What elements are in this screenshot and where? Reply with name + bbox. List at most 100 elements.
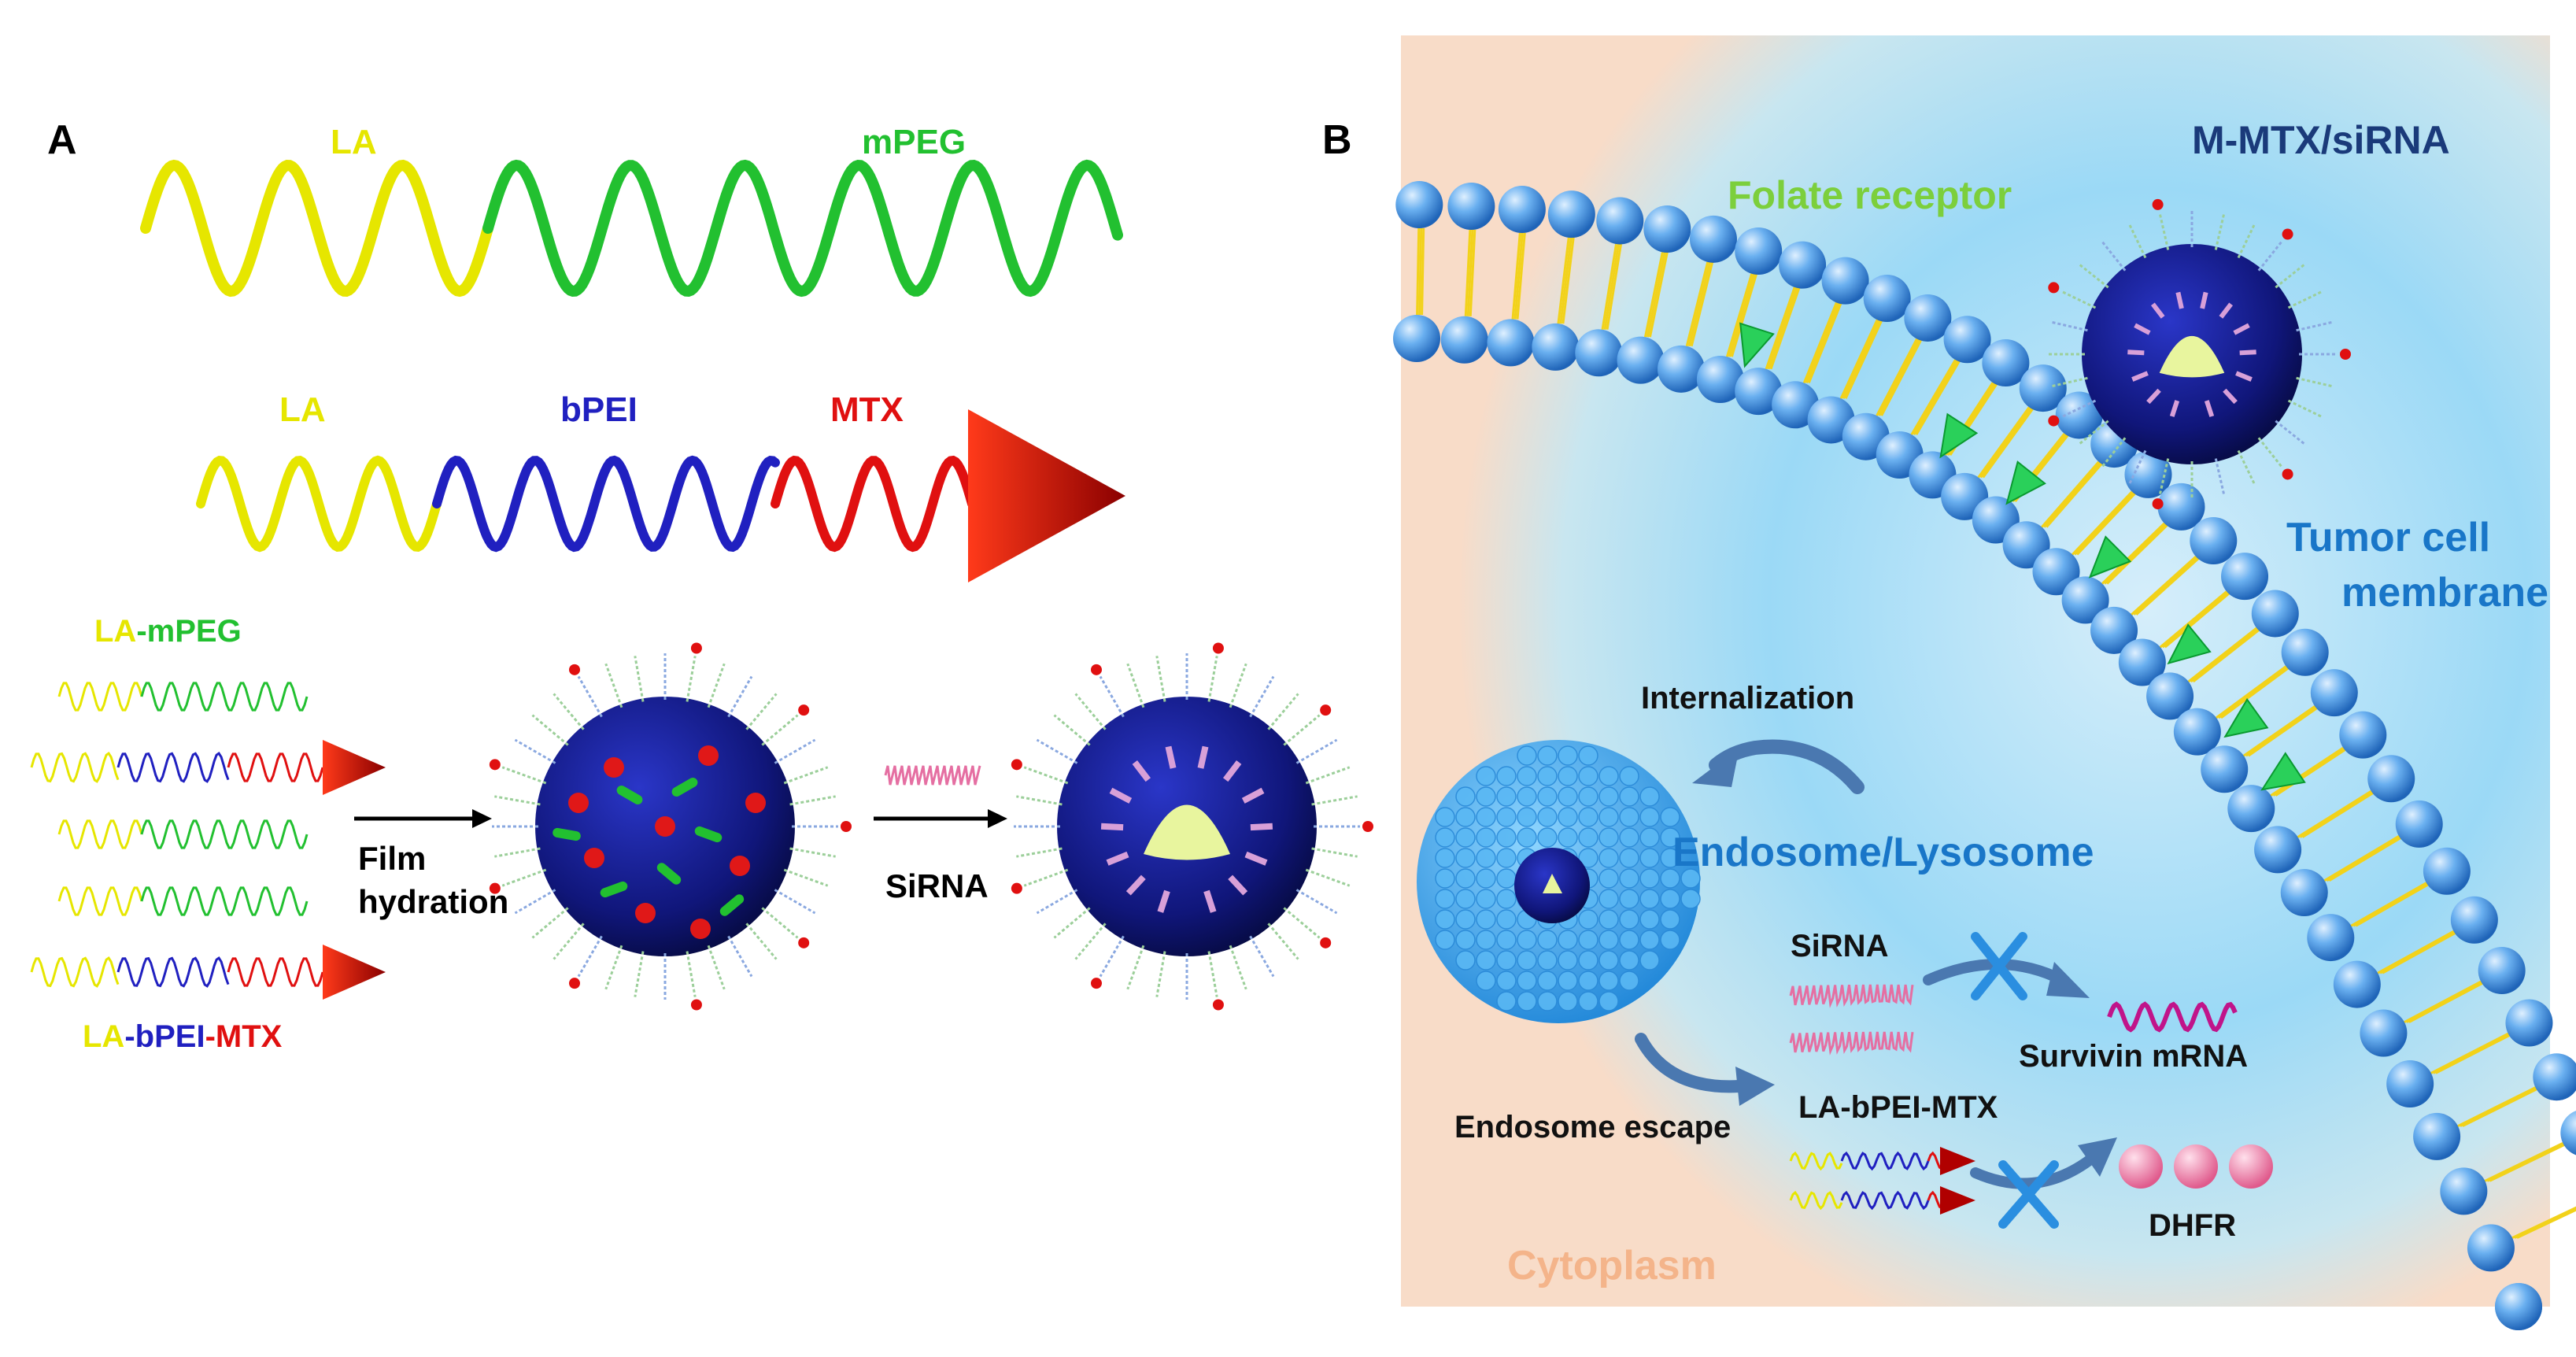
endosome-bead [1537, 971, 1558, 991]
lipid-head-outer [2360, 1009, 2408, 1057]
la-segment [1789, 1190, 1843, 1211]
corona-strand [577, 935, 603, 978]
mpeg-rod [600, 881, 628, 898]
endosome-bead [1578, 766, 1598, 786]
lipid-tail [1839, 319, 1879, 399]
endosome-bead [1598, 950, 1619, 971]
corona-strand [707, 663, 726, 708]
la-segment [30, 956, 120, 988]
corona-strand [577, 675, 603, 718]
lipid-tail [1421, 227, 1425, 316]
endosome-bead [1517, 950, 1537, 971]
endosome-bead [1476, 807, 1496, 827]
endosome-bead [1435, 848, 1455, 868]
lipid-head-outer [1657, 345, 1705, 393]
endosome-bead [1435, 889, 1455, 909]
endosome-bead [1578, 807, 1598, 827]
sirna-spoke [2223, 388, 2238, 405]
lipid-tail [1687, 261, 1712, 347]
film-label: Film [358, 840, 426, 877]
corona-strand [2060, 290, 2097, 309]
mtx-head-icon [1011, 759, 1022, 771]
sirna-icon [884, 765, 981, 786]
endosome-bead [1619, 909, 1639, 930]
endosome-bead [1517, 786, 1537, 807]
lipid-tail [2135, 555, 2202, 616]
endosome-escape-label: Endosome escape [1454, 1110, 1731, 1144]
folate-receptors [1739, 322, 2306, 791]
endosome-bead [1496, 786, 1517, 807]
endosome-bead [1639, 930, 1660, 950]
lipid-head-outer [2146, 672, 2194, 720]
mtx-head-icon [2048, 282, 2060, 294]
endosome-bead [1496, 950, 1517, 971]
endosome-bead [1435, 930, 1455, 950]
lipid-tail [1842, 319, 1881, 399]
mtx-head-icon [1091, 978, 1102, 989]
mtx-head-icon [690, 999, 702, 1011]
corona-strand [1305, 766, 1351, 785]
lipid-head-outer [2280, 869, 2328, 917]
corona-strand [2237, 449, 2256, 486]
sirna-spoke [1197, 745, 1209, 769]
endosome-bead [1537, 807, 1558, 827]
lipid-tail [2046, 460, 2105, 528]
lipid-head-outer [2201, 745, 2249, 793]
mtx-head-icon [569, 978, 580, 989]
endosome-bead [1598, 827, 1619, 848]
lipid-tail [1511, 232, 1521, 320]
mpeg-rod [616, 786, 643, 804]
lipid-tail [1603, 243, 1620, 330]
endosome-bead [1476, 786, 1496, 807]
mpeg-rod [656, 863, 682, 885]
mtx-cone-icon [1940, 1147, 1975, 1175]
la-segment [196, 455, 442, 553]
lipid-tail [1464, 229, 1472, 316]
corona-strand [1249, 935, 1275, 978]
lipid-tail [1913, 359, 1959, 435]
endosome-bead [1496, 930, 1517, 950]
lipid-head-outer [1735, 368, 1783, 416]
corona-strand [531, 714, 569, 746]
endosome-bead [1598, 766, 1619, 786]
folate-receptor-icon [2005, 460, 2046, 505]
lipid-head-inner [2423, 847, 2471, 895]
corona-strand [1099, 675, 1125, 718]
sirna-spoke [2219, 302, 2234, 319]
lipid-head-inner [1447, 183, 1495, 231]
lipid-head-inner [1498, 186, 1546, 234]
corona-strand [501, 766, 547, 785]
endosome-bead [1660, 930, 1680, 950]
folate-receptor-icon [2088, 535, 2132, 579]
lipid-tail [2101, 522, 2166, 585]
sirna-spoke [1157, 889, 1170, 913]
endosome-bead [1537, 745, 1558, 766]
endosome-bead [1619, 848, 1639, 868]
lipid-head-inner [2124, 450, 2172, 498]
corona-strand [494, 847, 541, 858]
endosome-bead [1517, 930, 1537, 950]
lipid-head-inner [1904, 294, 1952, 342]
endosome-bead [1558, 971, 1578, 991]
la-mpeg-chain: LA mPEG [140, 123, 1123, 298]
endosome-bead [1537, 950, 1558, 971]
mtx-head-icon [798, 704, 810, 716]
mtx-cone-icon [323, 740, 386, 795]
la-label: LA [279, 390, 326, 429]
sirna-spoke [1250, 823, 1273, 831]
sirna-spoke [2233, 323, 2250, 335]
la-segment [30, 751, 120, 783]
la-segment [57, 886, 143, 916]
endosome-bead [1598, 889, 1619, 909]
lipid-head-outer [1696, 355, 1744, 403]
mtx-segment [227, 957, 324, 987]
corona-strand [1016, 847, 1063, 858]
endosome-beads [1435, 745, 1701, 1011]
lipid-head-inner [2395, 800, 2443, 848]
lipid-head-outer [1575, 329, 1623, 377]
mixture-label-top: LA-mPEG [94, 614, 242, 649]
endosome-bead [1639, 807, 1660, 827]
corona-strand [553, 923, 585, 960]
lipid-tail [1767, 287, 1798, 370]
